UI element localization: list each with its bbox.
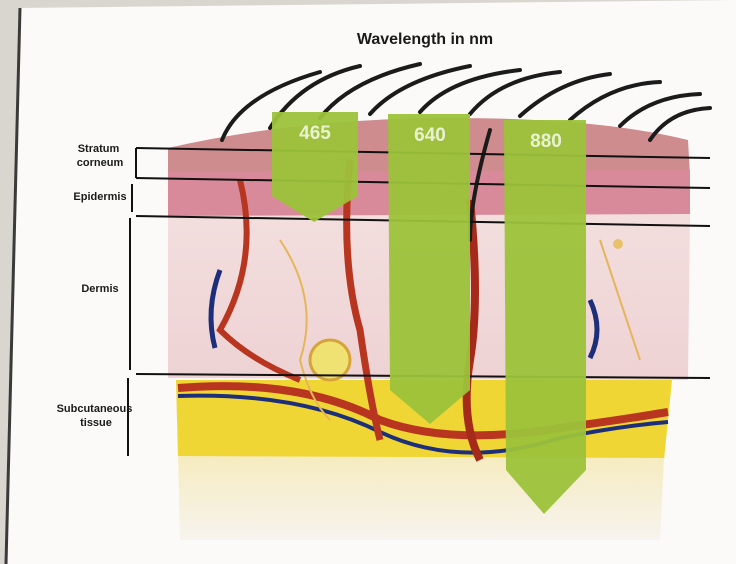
nerve-ending	[613, 239, 623, 249]
band-640: 640	[388, 114, 470, 424]
label-dermis: Dermis	[81, 283, 118, 295]
band-640-shape	[388, 114, 470, 424]
band-880-shape	[504, 120, 586, 514]
band-880-label: 880	[530, 131, 562, 152]
diagram-title: Wavelength in nm	[357, 31, 493, 48]
band-465-label: 465	[299, 123, 331, 144]
band-640-label: 640	[414, 125, 446, 146]
label-epidermis: Epidermis	[73, 191, 126, 203]
faded-base	[178, 456, 664, 540]
sweat-gland	[310, 340, 350, 380]
band-880: 880	[504, 120, 586, 514]
